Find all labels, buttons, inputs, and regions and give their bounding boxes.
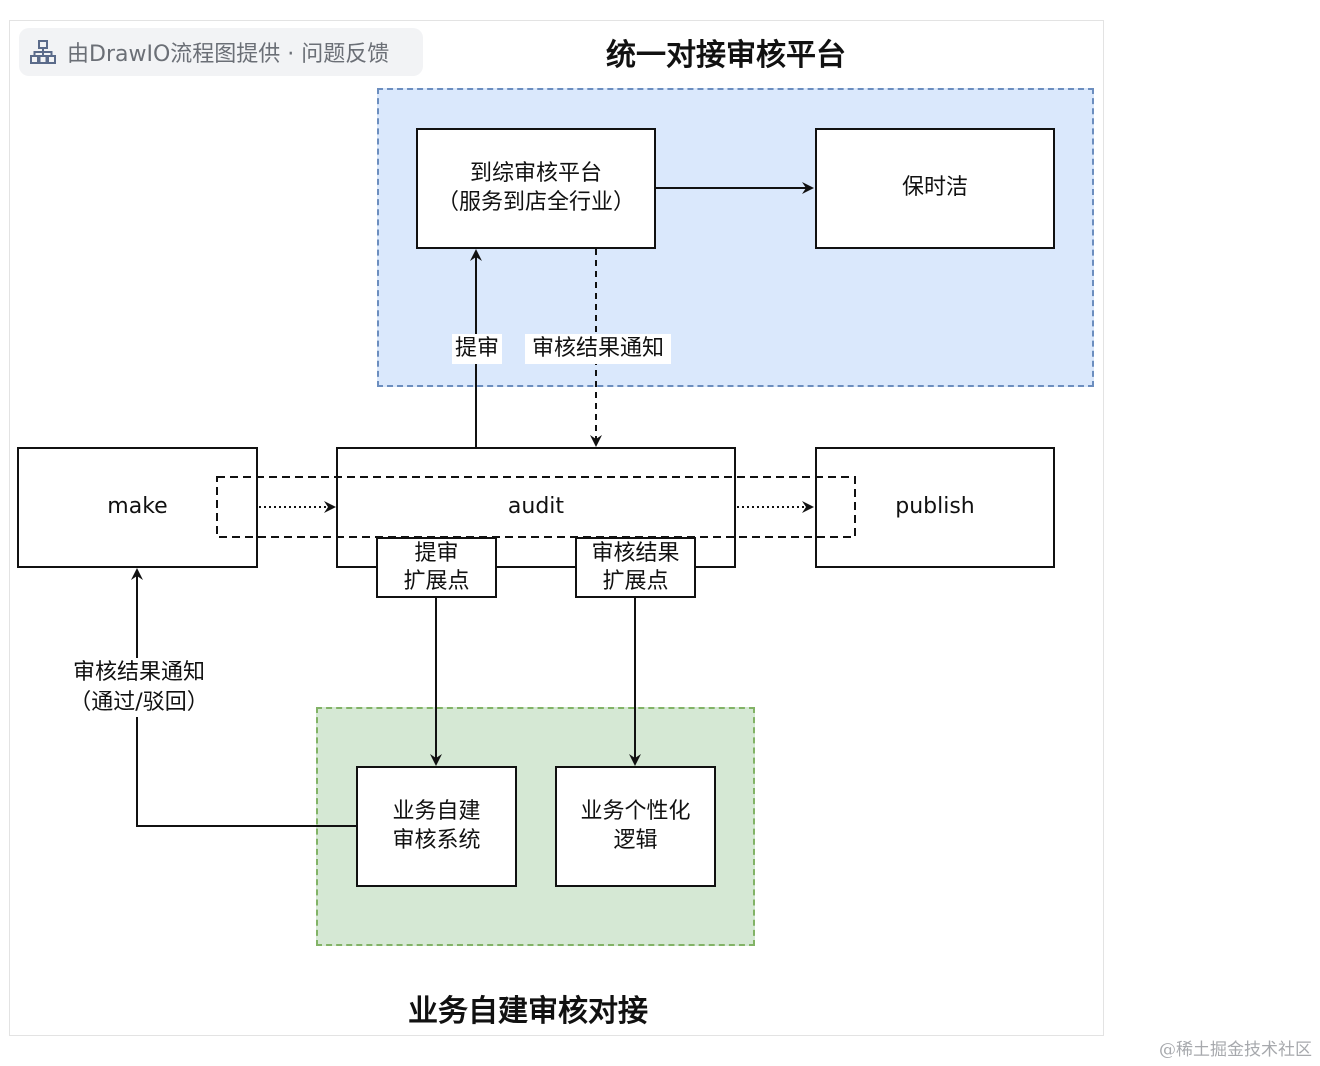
edge-selfbuilt-to-make (131, 568, 357, 827)
node-review-platform: 到综审核平台 （服务到店全行业） (416, 128, 656, 249)
sitemap-icon (30, 40, 56, 64)
flow-dashed-outline (216, 476, 856, 538)
edge-label-make-notify: 审核结果通知 （通过/驳回） (62, 658, 216, 718)
edge-label-submit: 提审 (452, 334, 502, 364)
bottom-title: 业务自建审核对接 (408, 994, 648, 1029)
node-baoshijie: 保时洁 (815, 128, 1055, 249)
drawio-badge[interactable]: 由DrawIO流程图提供 · 问题反馈 (19, 28, 423, 76)
node-audit: audit (336, 447, 736, 568)
node-self-built-system: 业务自建 审核系统 (356, 766, 517, 887)
node-result-extension: 审核结果 扩展点 (575, 537, 696, 598)
node-submit-extension: 提审 扩展点 (376, 537, 497, 598)
top-title: 统一对接审核平台 (606, 38, 846, 73)
drawio-badge-text[interactable]: 由DrawIO流程图提供 · 问题反馈 (67, 42, 390, 67)
edge-label-result-notify: 审核结果通知 (525, 334, 671, 364)
node-custom-logic: 业务个性化 逻辑 (555, 766, 716, 887)
node-make: make (17, 447, 258, 568)
watermark: @稀土掘金技术社区 (1159, 1040, 1312, 1060)
node-publish: publish (815, 447, 1055, 568)
